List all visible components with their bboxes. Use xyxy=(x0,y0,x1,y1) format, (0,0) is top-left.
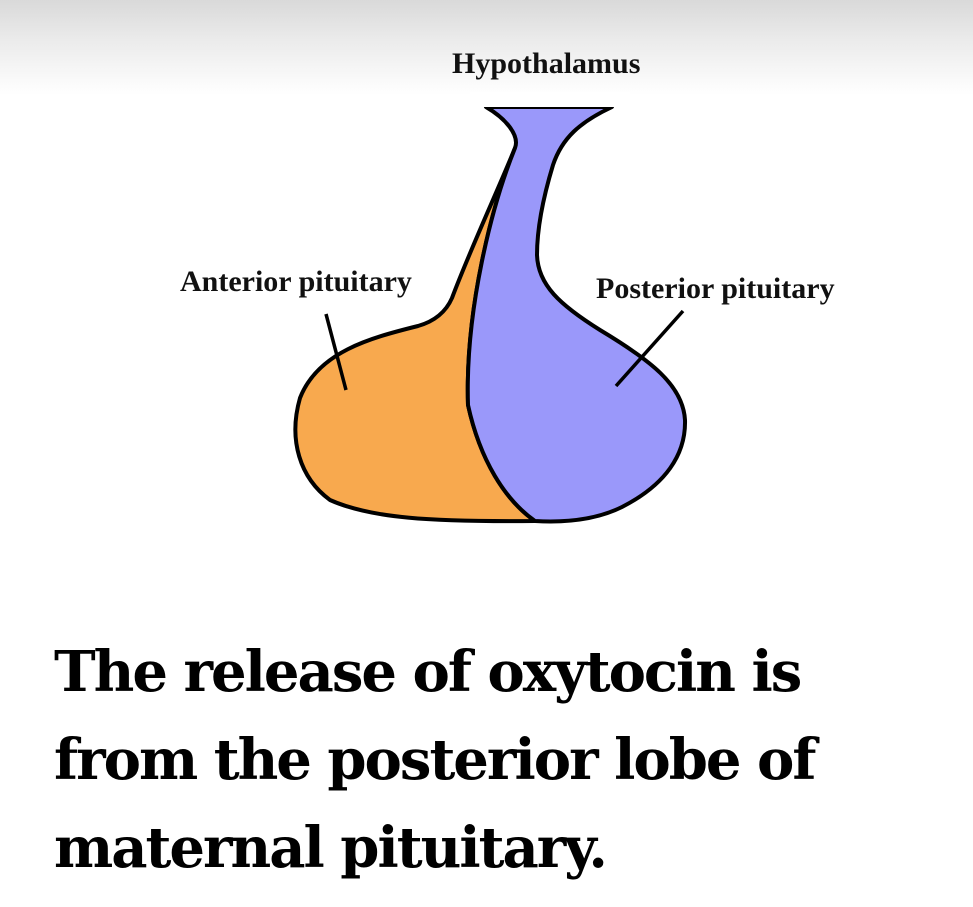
stalk-top-cover xyxy=(470,92,630,107)
posterior-pituitary-label: Posterior pituitary xyxy=(596,272,835,305)
caption-text: The release of oxytocin is from the post… xyxy=(54,639,816,881)
top-gradient-band xyxy=(0,0,973,95)
anterior-pituitary-label: Anterior pituitary xyxy=(180,265,412,298)
hypothalamus-label: Hypothalamus xyxy=(452,47,640,80)
anterior-leader-line xyxy=(324,313,348,391)
posterior-lobe-shape xyxy=(465,105,688,524)
posterior-leader-line xyxy=(614,309,685,388)
pituitary-diagram: Hypothalamus Anterior pituitary Posterio… xyxy=(180,47,835,524)
